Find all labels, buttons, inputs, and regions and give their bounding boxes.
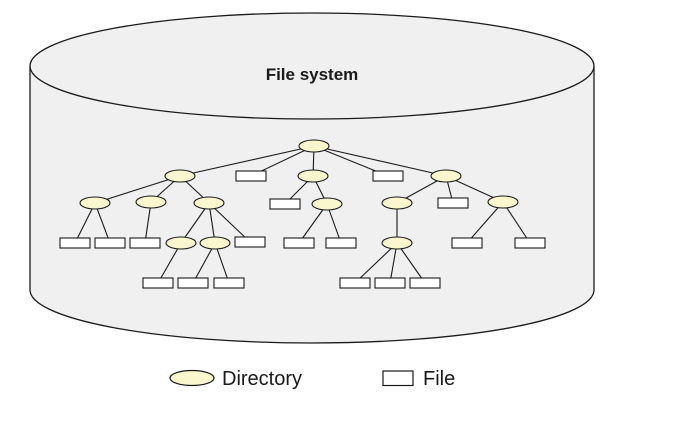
tree-edge — [396, 242, 426, 284]
directory-node — [165, 236, 197, 250]
file-node — [269, 198, 301, 210]
tree-edge — [94, 175, 181, 204]
tree-edge — [214, 242, 230, 284]
file-node — [59, 237, 91, 249]
tree-edge — [313, 145, 447, 177]
tree-nodes — [59, 139, 546, 289]
tree-edge — [192, 242, 216, 284]
tree-edge — [94, 202, 111, 244]
directory-node — [430, 169, 462, 183]
file-node — [142, 277, 174, 289]
tree — [59, 139, 546, 289]
directory-node — [199, 236, 231, 250]
directory-node — [135, 195, 167, 209]
tree-edge — [74, 202, 96, 244]
file-node — [374, 277, 406, 289]
directory-node — [487, 195, 519, 209]
file-legend-label: File — [423, 368, 455, 390]
directory-node — [381, 196, 413, 210]
tree-edge — [466, 201, 504, 244]
directory-legend-swatch — [169, 369, 215, 387]
file-node — [177, 277, 209, 289]
legend: Directory File — [169, 368, 455, 390]
file-node — [213, 277, 245, 289]
file-node — [94, 237, 126, 249]
diagram-title: File system — [266, 65, 359, 84]
tree-edge — [208, 202, 251, 243]
file-node — [283, 237, 315, 249]
tree-edge — [144, 201, 152, 244]
cylinder-top-face — [29, 12, 595, 120]
file-node — [235, 170, 267, 182]
file-node — [437, 197, 469, 209]
file-legend-swatch — [382, 370, 414, 387]
tree-edge — [389, 242, 398, 284]
tree-edge — [502, 201, 531, 244]
tree-edge — [298, 203, 328, 244]
directory-node — [193, 196, 225, 210]
directory-node — [79, 196, 111, 210]
tree-edge — [354, 242, 398, 284]
tree-edge — [208, 202, 216, 244]
file-node — [451, 237, 483, 249]
directory-node — [381, 236, 413, 250]
tree-edge — [179, 145, 315, 177]
tree-edge — [157, 242, 182, 284]
directory-node — [164, 169, 196, 183]
file-node — [372, 170, 404, 182]
file-node — [325, 237, 357, 249]
directory-node — [298, 139, 330, 153]
directory-node — [297, 169, 329, 183]
directory-node — [311, 197, 343, 211]
tree-edge — [326, 203, 342, 244]
file-node — [514, 237, 546, 249]
file-node — [339, 277, 371, 289]
file-node — [234, 236, 266, 248]
file-node — [129, 237, 161, 249]
tree-edge — [180, 202, 210, 244]
file-node — [409, 277, 441, 289]
directory-legend-label: Directory — [222, 368, 302, 390]
